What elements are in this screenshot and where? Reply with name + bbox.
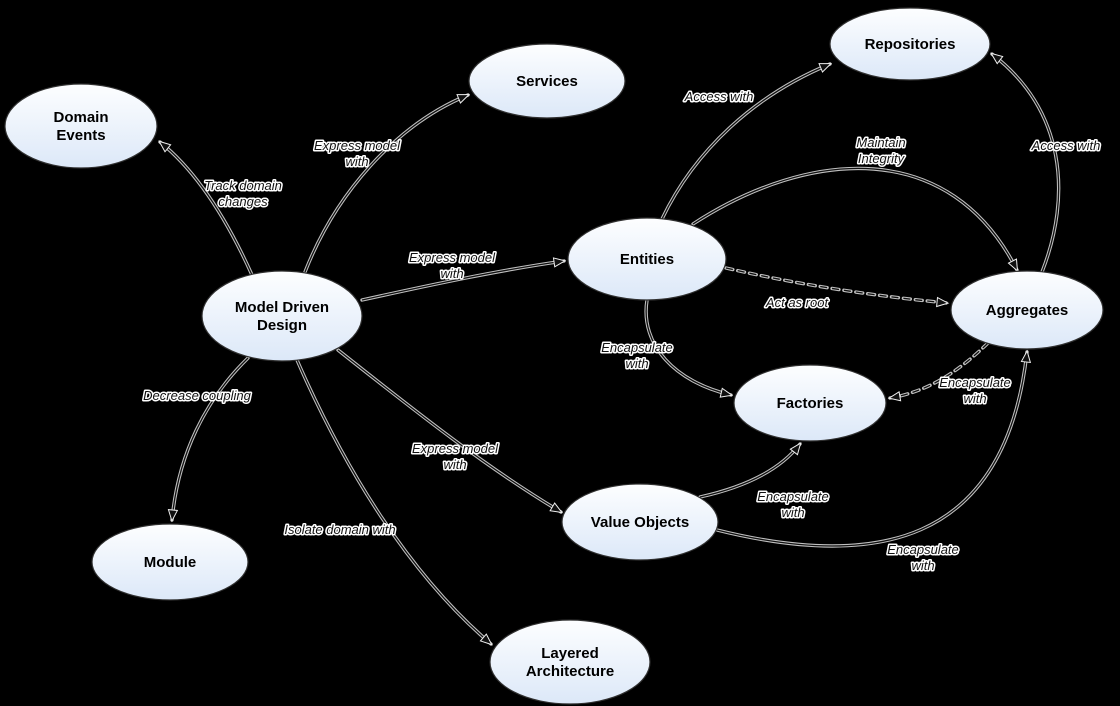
edge-encapsulate-value-objects-aggregates-label-line1: Encapsulate bbox=[887, 542, 959, 557]
edge-isolate-domain-label: Isolate domain with bbox=[284, 522, 395, 537]
edge-express-model-entities-label-line2: with bbox=[440, 266, 463, 281]
node-repositories-label: Repositories bbox=[865, 36, 956, 53]
edge-express-model-services-halo bbox=[303, 93, 470, 274]
node-model-driven-design: Model Driven Design bbox=[201, 270, 363, 362]
edge-encapsulate-value-objects-factories-label-line1: Encapsulate bbox=[757, 489, 829, 504]
edge-decrease-coupling-halo bbox=[170, 356, 250, 522]
node-domain-events-label-line1: Domain bbox=[53, 109, 108, 126]
edge-encapsulate-value-objects-factories-label-line2: with bbox=[781, 505, 804, 520]
edge-access-with-aggregates: Access with bbox=[990, 52, 1102, 274]
node-aggregates-shape bbox=[950, 270, 1104, 350]
edge-isolate-domain-halo bbox=[295, 358, 493, 646]
edge-maintain-integrity-halo bbox=[691, 166, 1019, 272]
edge-encapsulate-aggregates-factories-line bbox=[887, 342, 989, 402]
edge-maintain-integrity-label-line1: Maintain bbox=[856, 135, 905, 150]
edge-encapsulate-aggregates-factories: Encapsulate with bbox=[887, 341, 1012, 408]
edge-express-model-entities-line bbox=[361, 257, 567, 301]
edge-encapsulate-aggregates-factories-label-line1: Encapsulate bbox=[939, 375, 1011, 390]
edge-track-domain-changes: Track domain changes bbox=[158, 140, 283, 277]
edge-encapsulate-aggregates-factories-label-line2: with bbox=[963, 391, 986, 406]
edge-act-as-root-label: Act as root bbox=[765, 295, 830, 310]
edge-access-with-entities-line bbox=[661, 63, 833, 220]
node-model-driven-design-label-line1: Model Driven bbox=[235, 299, 329, 316]
node-value-objects-shape bbox=[561, 483, 719, 561]
edge-encapsulate-value-objects-aggregates-label-line2: with bbox=[911, 558, 934, 573]
edge-access-with-entities: Access with bbox=[660, 62, 833, 221]
node-value-objects-label: Value Objects bbox=[591, 514, 689, 531]
node-services: Services bbox=[468, 43, 626, 119]
edge-maintain-integrity-line bbox=[692, 167, 1019, 273]
edge-decrease-coupling-label: Decrease coupling bbox=[143, 388, 251, 403]
node-aggregates-label: Aggregates bbox=[986, 302, 1069, 319]
node-domain-events: Domain Events bbox=[4, 83, 158, 169]
edge-express-model-value-objects-line bbox=[337, 349, 563, 514]
node-module-label: Module bbox=[144, 554, 197, 571]
edge-decrease-coupling-line bbox=[167, 357, 249, 523]
node-domain-events-label-line2: Events bbox=[56, 127, 105, 144]
edge-express-model-services-label-line1: Express model bbox=[314, 138, 401, 153]
node-entities-label: Entities bbox=[620, 251, 674, 268]
edge-encapsulate-entities-factories-label-line1: Encapsulate bbox=[601, 340, 673, 355]
edge-express-model-services: Express model with bbox=[303, 93, 471, 274]
node-model-driven-design-shape bbox=[201, 270, 363, 362]
edge-encapsulate-entities-factories-line bbox=[645, 299, 734, 398]
node-layered-architecture-label-line1: Layered bbox=[541, 645, 599, 662]
edge-isolate-domain-line bbox=[296, 359, 493, 646]
edge-express-model-entities: Express model with bbox=[360, 249, 567, 302]
node-factories: Factories bbox=[733, 364, 887, 442]
edge-track-domain-changes-label-line1: Track domain bbox=[204, 178, 282, 193]
edge-act-as-root-halo bbox=[724, 266, 949, 305]
node-factories-shape bbox=[733, 364, 887, 442]
node-repositories-shape bbox=[829, 7, 991, 81]
node-services-shape bbox=[468, 43, 626, 119]
edge-access-with-aggregates-label: Access with bbox=[1031, 138, 1101, 153]
edge-encapsulate-value-objects-factories: Encapsulate with bbox=[698, 442, 830, 522]
node-module-shape bbox=[91, 523, 249, 601]
edge-encapsulate-value-objects-factories-line bbox=[699, 442, 802, 498]
edge-decrease-coupling: Decrease coupling bbox=[142, 356, 253, 523]
edge-encapsulate-value-objects-aggregates-line bbox=[716, 349, 1032, 547]
edge-express-model-services-label-line2: with bbox=[345, 154, 368, 169]
node-model-driven-design-label-line2: Design bbox=[257, 317, 307, 334]
edge-express-model-value-objects-label-line1: Express model bbox=[412, 441, 499, 456]
node-services-label: Services bbox=[516, 73, 578, 90]
node-domain-events-shape bbox=[4, 83, 158, 169]
edge-express-model-services-line bbox=[304, 94, 471, 273]
node-aggregates: Aggregates bbox=[950, 270, 1104, 350]
node-module: Module bbox=[91, 523, 249, 601]
edge-track-domain-changes-label-line2: changes bbox=[218, 194, 268, 209]
edge-encapsulate-value-objects-aggregates: Encapsulate with bbox=[715, 349, 1032, 575]
edge-act-as-root-line bbox=[725, 267, 950, 308]
node-repositories: Repositories bbox=[829, 7, 991, 81]
edge-access-with-entities-label: Access with bbox=[684, 89, 754, 104]
edge-express-model-value-objects: Express model with bbox=[336, 348, 563, 514]
node-layered-architecture: Layered Architecture bbox=[489, 619, 651, 705]
node-entities-shape bbox=[567, 217, 727, 301]
edge-encapsulate-entities-factories-label-line2: with bbox=[625, 356, 648, 371]
edge-express-model-value-objects-halo bbox=[336, 348, 563, 514]
edge-express-model-entities-label-line1: Express model bbox=[409, 250, 496, 265]
edge-track-domain-changes-line bbox=[158, 140, 253, 276]
node-layered-architecture-label-line2: Architecture bbox=[526, 663, 614, 680]
node-factories-label: Factories bbox=[777, 395, 844, 412]
node-layered-architecture-shape bbox=[489, 619, 651, 705]
edge-maintain-integrity-label-line2: Integrity bbox=[858, 151, 906, 166]
edge-express-model-value-objects-label-line2: with bbox=[443, 457, 466, 472]
edge-act-as-root: Act as root bbox=[724, 266, 950, 312]
node-entities: Entities bbox=[567, 217, 727, 301]
node-value-objects: Value Objects bbox=[561, 483, 719, 561]
edge-access-with-aggregates-line bbox=[990, 52, 1060, 273]
edge-maintain-integrity: Maintain Integrity bbox=[691, 134, 1019, 273]
edge-encapsulate-entities-factories: Encapsulate with bbox=[600, 298, 734, 398]
edge-isolate-domain: Isolate domain with bbox=[283, 358, 493, 646]
